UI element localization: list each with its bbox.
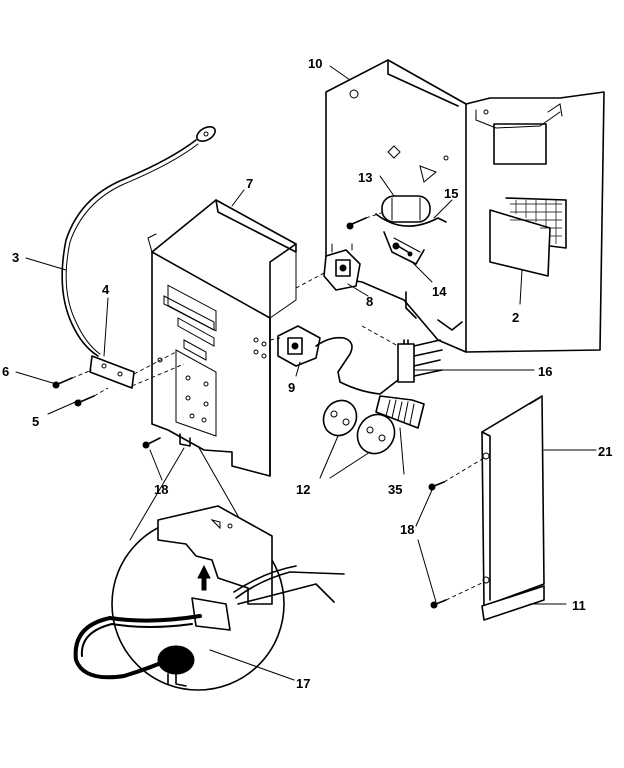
callout-18-left: 18 bbox=[154, 482, 168, 497]
part-7-control-box bbox=[147, 199, 297, 477]
part-21-cover-panel bbox=[481, 395, 545, 607]
callout-3: 3 bbox=[12, 250, 19, 265]
part-35-terminal-strip bbox=[375, 395, 425, 429]
part-5-screw bbox=[74, 387, 109, 407]
screw-capacitor-mount bbox=[346, 211, 385, 230]
callout-17: 17 bbox=[296, 676, 310, 691]
part-18-screw-left bbox=[142, 437, 161, 449]
callout-labels: 2 3 4 5 6 7 8 9 10 11 12 13 14 15 16 17 … bbox=[2, 56, 612, 691]
part-8-terminal-block bbox=[295, 243, 361, 291]
callout-35: 35 bbox=[388, 482, 402, 497]
part-18-screws-right bbox=[428, 457, 485, 609]
callout-6: 6 bbox=[2, 364, 9, 379]
callout-15: 15 bbox=[444, 186, 458, 201]
callout-5: 5 bbox=[32, 414, 39, 429]
callout-18-right: 18 bbox=[400, 522, 414, 537]
callout-16: 16 bbox=[538, 364, 552, 379]
part-9-switch bbox=[269, 325, 353, 383]
callout-4: 4 bbox=[102, 282, 110, 297]
part-14-screw bbox=[392, 242, 409, 253]
detail-circle-power-cord bbox=[73, 445, 345, 691]
part-12-grommets bbox=[322, 399, 396, 455]
part-4-ground-bracket bbox=[89, 351, 185, 389]
callout-14: 14 bbox=[432, 284, 447, 299]
callout-21: 21 bbox=[598, 444, 612, 459]
part-6-screw bbox=[52, 369, 93, 389]
leader-lines bbox=[15, 65, 597, 681]
callout-10: 10 bbox=[308, 56, 322, 71]
callout-12: 12 bbox=[296, 482, 310, 497]
part-16-connector bbox=[339, 325, 443, 395]
callout-11: 11 bbox=[572, 598, 586, 613]
callout-2: 2 bbox=[512, 310, 519, 325]
callout-7: 7 bbox=[246, 176, 253, 191]
part-13-capacitor bbox=[375, 195, 447, 265]
part-3-ground-wire bbox=[61, 125, 216, 357]
part-2-filter-screen bbox=[489, 197, 567, 277]
callout-8: 8 bbox=[366, 294, 373, 309]
callout-9: 9 bbox=[288, 380, 295, 395]
part-11-bottom-bracket bbox=[481, 585, 545, 621]
callout-13: 13 bbox=[358, 170, 372, 185]
